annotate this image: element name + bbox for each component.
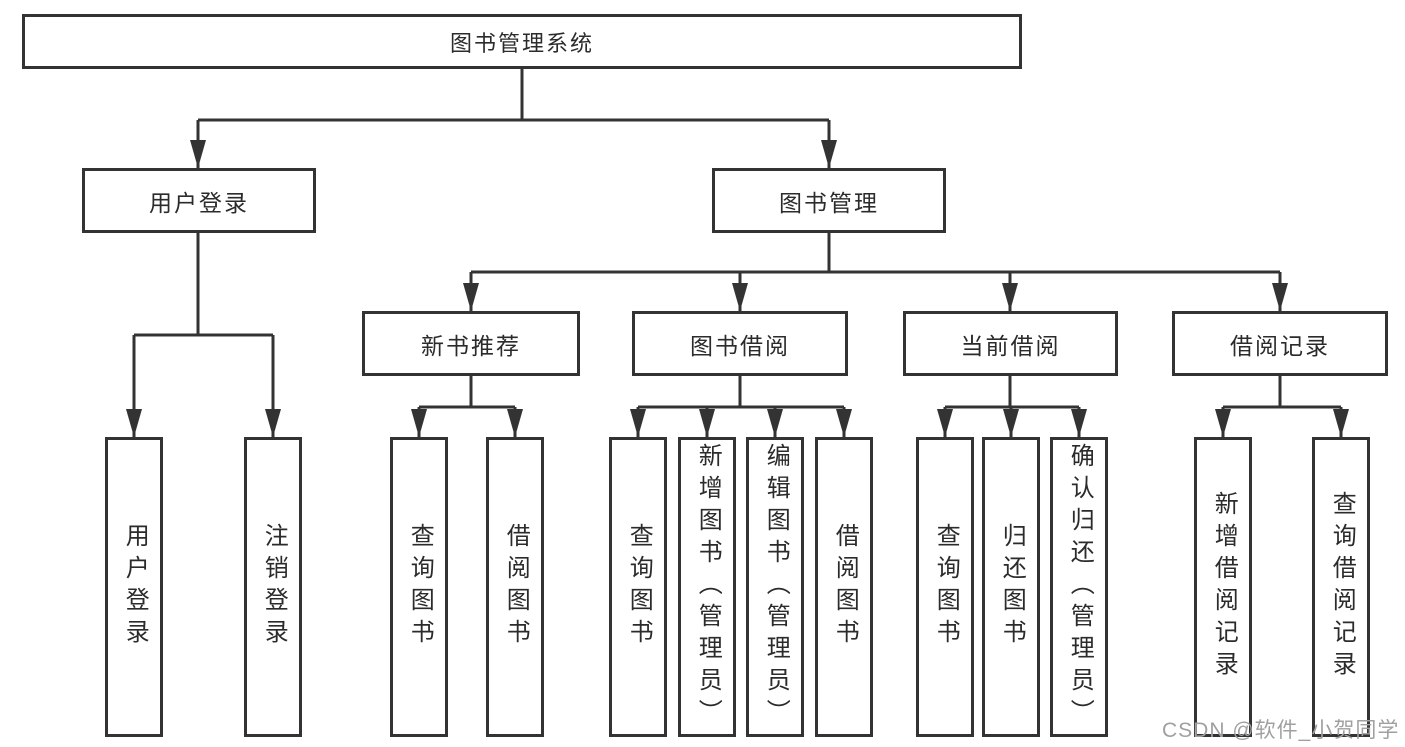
arrowhead-icon: [1272, 283, 1288, 311]
arrowhead-icon: [126, 409, 142, 437]
node-library-system: 图书管理系统: [22, 14, 1022, 69]
leaf-label: 归还图书: [998, 523, 1026, 651]
leaf-label: 查询图书: [406, 523, 434, 651]
leaf-label: 注销登录: [260, 523, 288, 651]
watermark: CSDN @软件_小贺同学: [1162, 719, 1400, 742]
leaf-logout: 注销登录: [244, 437, 302, 737]
arrowhead-icon: [1071, 409, 1087, 437]
arrowhead-icon: [507, 409, 523, 437]
arrowhead-icon: [937, 409, 953, 437]
leaf-label: 查询图书: [625, 523, 653, 651]
leaf-add-borrow-record: 新增借阅记录: [1194, 437, 1252, 737]
node-current-borrowing: 当前借阅: [903, 311, 1118, 376]
node-label: 图书管理: [779, 189, 879, 216]
node-book-borrowing: 图书借阅: [632, 311, 848, 376]
leaf-label: 编辑图书（管理员）: [762, 443, 790, 731]
node-new-book-recommend: 新书推荐: [362, 311, 580, 376]
arrowhead-icon: [767, 409, 783, 437]
node-borrow-records: 借阅记录: [1172, 311, 1388, 376]
arrowhead-icon: [1215, 409, 1231, 437]
leaf-label: 用户登录: [121, 523, 149, 651]
leaf-query-borrow-record: 查询借阅记录: [1312, 437, 1370, 737]
arrowhead-icon: [1002, 283, 1018, 311]
leaf-query-books-recommend: 查询图书: [390, 437, 448, 737]
leaf-label: 借阅图书: [831, 523, 859, 651]
node-label: 用户登录: [149, 189, 249, 216]
leaf-borrow-books-borrowing: 借阅图书: [815, 437, 873, 737]
leaf-add-books-admin: 新增图书（管理员）: [678, 437, 736, 737]
arrowhead-icon: [699, 409, 715, 437]
leaf-label: 查询借阅记录: [1328, 491, 1356, 683]
leaf-edit-books-admin: 编辑图书（管理员）: [746, 437, 804, 737]
leaf-query-books-current: 查询图书: [916, 437, 974, 737]
leaf-label: 新增图书（管理员）: [694, 443, 722, 731]
node-label: 图书借阅: [690, 332, 790, 359]
leaf-label: 新增借阅记录: [1210, 491, 1238, 683]
arrowhead-icon: [190, 140, 206, 168]
arrowhead-icon: [836, 409, 852, 437]
leaf-borrow-books-recommend: 借阅图书: [486, 437, 544, 737]
leaf-confirm-return-admin: 确认归还（管理员）: [1050, 437, 1108, 737]
leaf-return-books: 归还图书: [982, 437, 1040, 737]
leaf-label: 查询图书: [932, 523, 960, 651]
arrowhead-icon: [1333, 409, 1349, 437]
arrowhead-icon: [463, 283, 479, 311]
leaf-user-login: 用户登录: [105, 437, 163, 737]
arrowhead-icon: [1003, 409, 1019, 437]
leaf-query-books-borrowing: 查询图书: [609, 437, 667, 737]
leaf-label: 确认归还（管理员）: [1066, 443, 1094, 731]
arrowhead-icon: [411, 409, 427, 437]
node-label: 借阅记录: [1230, 332, 1330, 359]
node-label: 当前借阅: [960, 332, 1061, 359]
arrowhead-icon: [732, 283, 748, 311]
node-user-login: 用户登录: [82, 168, 316, 233]
node-label: 图书管理系统: [449, 30, 594, 56]
node-book-management: 图书管理: [712, 168, 946, 233]
leaf-label: 借阅图书: [502, 523, 530, 651]
arrowhead-icon: [265, 409, 281, 437]
arrowhead-icon: [630, 409, 646, 437]
arrowhead-icon: [821, 140, 837, 168]
node-label: 新书推荐: [421, 332, 521, 359]
tree-edges: [132, 69, 1343, 437]
